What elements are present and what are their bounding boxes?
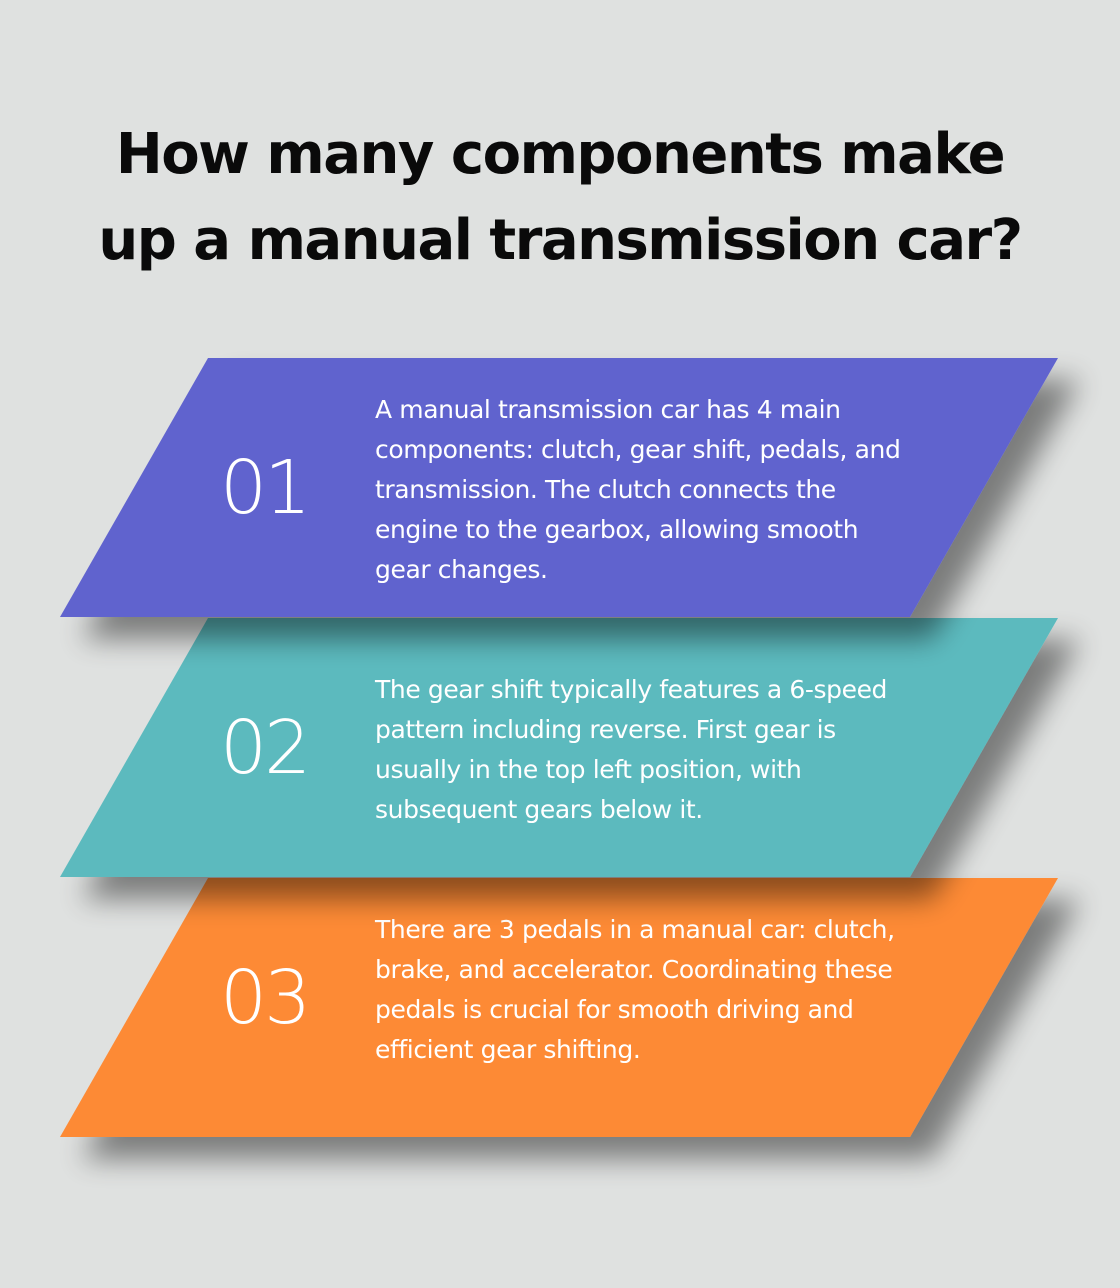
- page-title: How many components make up a manual tra…: [0, 112, 1120, 284]
- step-3-parallelogram-shape: [60, 878, 1058, 1137]
- step-3-number: 03: [220, 955, 311, 1041]
- step-card-3: 03 There are 3 pedals in a manual car: c…: [0, 878, 1120, 1138]
- step-2-number: 02: [220, 705, 311, 791]
- step-3-text: There are 3 pedals in a manual car: clut…: [375, 915, 895, 1064]
- step-2-text: The gear shift typically features a 6-sp…: [375, 675, 888, 824]
- title-line-1: How many components make: [115, 122, 1006, 187]
- step-card-2: 02 The gear shift typically features a 6…: [0, 618, 1120, 878]
- step-2-parallelogram-shape: [60, 618, 1058, 877]
- step-card-1: 01 A manual transmission car has 4 main …: [0, 358, 1120, 618]
- step-1-text: A manual transmission car has 4 main com…: [375, 395, 901, 584]
- step-1-number: 01: [220, 445, 311, 531]
- title-line-2: up a manual transmission car?: [98, 208, 1023, 273]
- step-1-parallelogram-shape: [60, 358, 1058, 617]
